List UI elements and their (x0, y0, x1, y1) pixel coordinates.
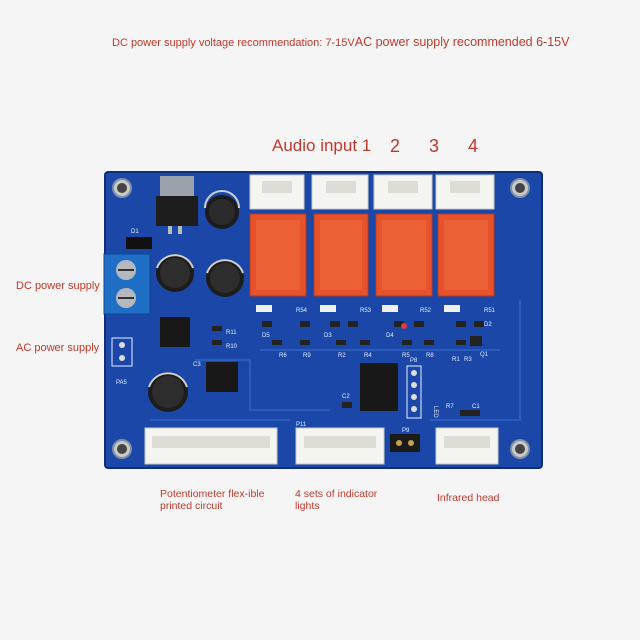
input-4-label: 4 (468, 136, 479, 156)
header-pins (111, 337, 422, 452)
input-2-label: 2 (390, 136, 401, 156)
silk-label: R9 (303, 353, 311, 359)
voltage-regulator (156, 176, 198, 234)
mounting-holes (112, 178, 530, 459)
silk-label: R3 (464, 357, 472, 363)
silk-label: P9 (402, 428, 410, 434)
silk-label: D3 (324, 333, 332, 339)
silk-label: R2 (338, 353, 346, 359)
silk-label: D4 (386, 333, 394, 339)
dc-voltage-note: DC power supply voltage recommendation: … (112, 37, 355, 49)
silk-label: R5 (402, 353, 410, 359)
silk-label: P11 (296, 422, 307, 428)
dc-power-supply-label: DC power supply (16, 280, 100, 292)
screw-terminal (103, 253, 151, 315)
silkscreen-labels: D1 R11 R10 C3 C2 R7 C1 R54 R53 R52 R51 D… (116, 229, 496, 434)
silk-label: R11 (226, 330, 237, 336)
silk-label: R8 (426, 353, 434, 359)
potentiometer-label: Potentiometer flex-ible printed circuit (160, 488, 265, 513)
silk-label: R10 (226, 344, 238, 350)
silk-label: C2 (342, 394, 350, 400)
infrared-head-label: Infrared head (437, 492, 500, 504)
silk-label: Q1 (480, 352, 489, 358)
pcb-board (105, 172, 542, 468)
silk-label: R6 (279, 353, 287, 359)
input-connectors (249, 174, 495, 210)
silk-label: R54 (296, 308, 308, 314)
audio-input-1-label: Audio input 1 (272, 136, 372, 155)
silk-label: R7 (446, 404, 454, 410)
silk-label: P8 (410, 358, 418, 364)
electrolytic-capacitors (148, 254, 244, 412)
indicator-lights-label: 4 sets of indicator lights (295, 488, 378, 513)
silk-label: C3 (193, 362, 201, 368)
led-row (256, 305, 460, 329)
silk-label: D5 (262, 333, 270, 339)
silk-label: R4 (364, 353, 372, 359)
relays (249, 213, 495, 297)
ac-power-supply-label: AC power supply (16, 342, 100, 354)
silk-label: LED (432, 406, 438, 418)
silk-label: R53 (360, 308, 372, 314)
voltage-recommendation-note: DC power supply voltage recommendation: … (112, 35, 569, 50)
silk-label: D2 (484, 322, 492, 328)
silk-label: C1 (472, 404, 480, 410)
silk-label: R51 (484, 308, 496, 314)
capacitor-top (204, 190, 240, 229)
silk-label: R52 (420, 308, 432, 314)
silk-label: R1 (452, 357, 460, 363)
pcb-traces (150, 300, 521, 421)
diode-d1 (126, 237, 152, 249)
ic-chips (160, 317, 398, 411)
bottom-connectors (144, 427, 499, 465)
silk-label: PA5 (116, 380, 128, 386)
input-3-label: 3 (429, 136, 440, 156)
smd-components (212, 321, 484, 416)
ac-voltage-note: AC power supply recommended 6-15V (354, 35, 570, 49)
silk-label: D1 (131, 229, 139, 235)
